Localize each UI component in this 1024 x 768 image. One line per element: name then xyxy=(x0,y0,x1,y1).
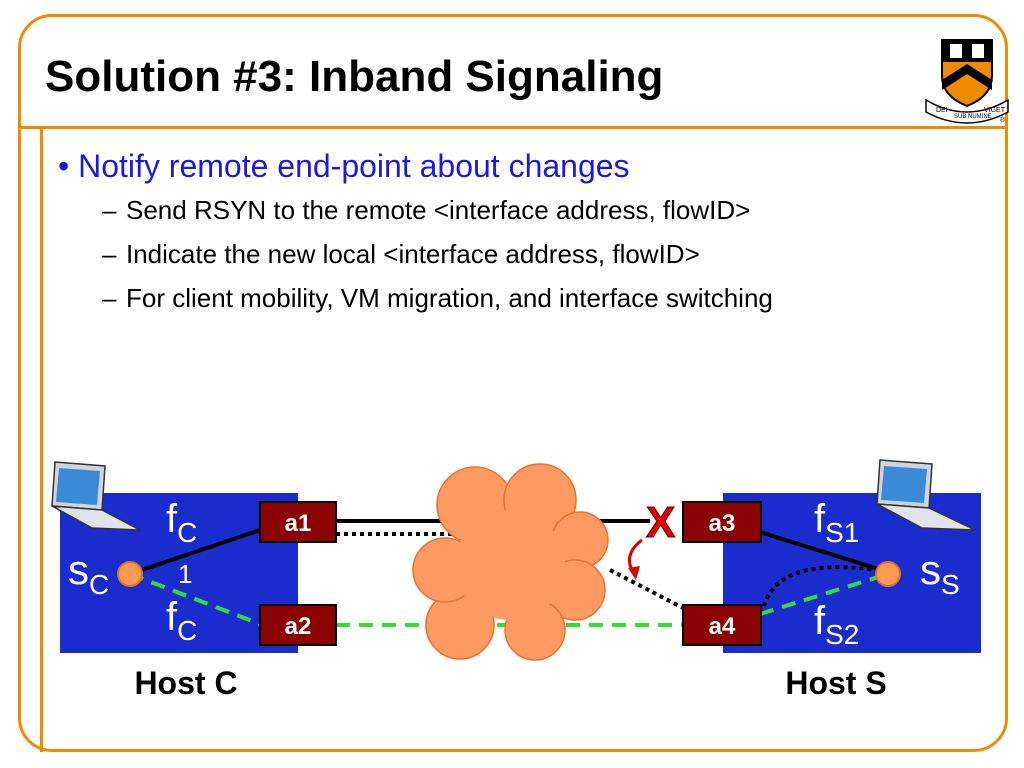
interface-a3: a3 xyxy=(682,501,762,543)
link-sc-a2 xyxy=(129,572,261,626)
redirect-arrow-head xyxy=(628,566,640,580)
logo-banner-left: DEI xyxy=(936,107,948,114)
flow-c2-label: fC xyxy=(166,595,197,646)
sub-bullet-2-text: Indicate the new local <interface addres… xyxy=(126,239,700,269)
sub-bullet-3: –For client mobility, VM migration, and … xyxy=(102,283,773,313)
princeton-shield-logo: DEI SUB NUMINE VIGET ® xyxy=(925,39,1009,124)
bullet-list: • Notify remote end-point about changes … xyxy=(58,148,773,327)
flow-c1-label: fC xyxy=(166,497,197,548)
slide-frame xyxy=(18,14,1008,752)
flow-s1-label: fS1 xyxy=(814,497,859,548)
socket-s-node xyxy=(875,561,901,587)
slide-title: Solution #3: Inband Signaling xyxy=(45,52,664,101)
logo-registered-mark: ® xyxy=(1000,116,1006,124)
flow-c1-subscript-1: 1 xyxy=(178,559,192,589)
sub-bullet-1-text: Send RSYN to the remote <interface addre… xyxy=(126,195,751,225)
socket-c-node xyxy=(117,561,143,587)
link-failure-x: X xyxy=(646,498,675,547)
logo-banner-mid: SUB NUMINE xyxy=(954,114,992,120)
interface-a3-label: a3 xyxy=(709,510,736,537)
interface-a2-label: a2 xyxy=(285,613,312,640)
interface-a1: a1 xyxy=(259,501,337,543)
host-s-label: Host S xyxy=(785,665,886,701)
bullet-main: • Notify remote end-point about changes xyxy=(58,148,630,184)
link-a3-ss xyxy=(759,530,889,574)
network-cloud xyxy=(412,463,609,661)
interface-a4: a4 xyxy=(682,604,762,646)
laptop-s-icon xyxy=(876,459,976,531)
link-cloud-a4 xyxy=(609,568,684,610)
host-c-label: Host C xyxy=(134,665,237,701)
sub-bullet-2: –Indicate the new local <interface addre… xyxy=(102,239,700,269)
side-divider xyxy=(40,126,43,752)
link-a4-ss-dotted xyxy=(760,565,889,615)
flow-s2-label: fS2 xyxy=(814,599,859,650)
laptop-c-icon xyxy=(51,461,141,531)
sub-bullet-1: –Send RSYN to the remote <interface addr… xyxy=(102,195,751,225)
sub-bullet-3-text: For client mobility, VM migration, and i… xyxy=(126,283,773,313)
logo-banner-right: VIGET xyxy=(984,107,1006,114)
socket-c-label: sC xyxy=(68,546,109,600)
title-divider xyxy=(18,126,1008,129)
link-sc-a1 xyxy=(129,528,261,576)
interface-a1-label: a1 xyxy=(285,510,312,537)
interface-a2: a2 xyxy=(259,604,337,646)
socket-s-label: sS xyxy=(920,546,960,600)
interface-a4-label: a4 xyxy=(709,613,736,640)
bullet-main-text: Notify remote end-point about changes xyxy=(78,148,630,184)
